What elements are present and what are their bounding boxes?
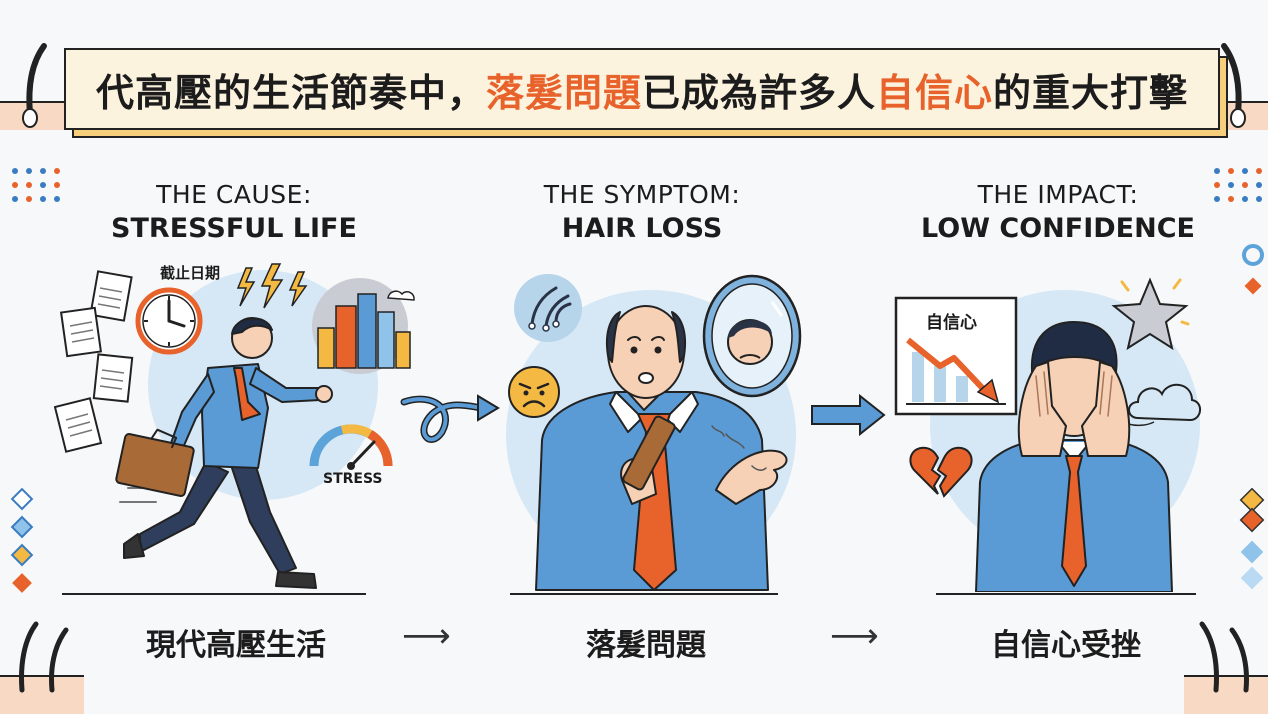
title-part: 代高壓的生活節奏中， xyxy=(95,70,486,115)
cloud-icon xyxy=(1127,384,1201,427)
caption-cause: 現代高壓生活 xyxy=(146,628,326,663)
caption-impact: 自信心受挫 xyxy=(991,628,1141,663)
running-businessman xyxy=(115,317,333,589)
title-highlight: 落髮問題 xyxy=(485,70,642,115)
flow-arrow xyxy=(811,393,886,437)
panel-heading-symptom: THE SYMPTOM: HAIR LOSS xyxy=(472,180,812,244)
hair-follicle-icon xyxy=(1184,621,1268,714)
lightning-icon xyxy=(236,263,308,309)
panel-heading-cause: THE CAUSE: STRESSFUL LIFE xyxy=(64,180,404,244)
angry-face-icon xyxy=(508,366,560,418)
clock-icon xyxy=(135,287,203,355)
dot-pattern xyxy=(12,168,60,202)
hair-follicle-icon xyxy=(0,43,64,130)
chart-down-icon xyxy=(894,296,1018,416)
city-icon xyxy=(312,278,415,374)
panel-heading-impact: THE IMPACT: LOW CONFIDENCE xyxy=(888,180,1228,244)
flying-papers xyxy=(54,270,134,453)
sad-man xyxy=(975,321,1173,592)
stress-gauge-label: STRESS xyxy=(323,471,383,487)
deadline-label: 截止日期 xyxy=(160,264,221,282)
subheading-line: STRESSFUL LIFE xyxy=(111,213,357,244)
heading-line: THE SYMPTOM: xyxy=(543,180,741,209)
subheading-line: LOW CONFIDENCE xyxy=(921,213,1195,244)
flow-arrow-text: ⟶ xyxy=(830,616,879,656)
stress-gauge-icon xyxy=(309,424,393,470)
flow-arrow xyxy=(400,394,500,443)
ring-icon xyxy=(1242,244,1264,295)
mirror-icon xyxy=(702,274,802,398)
diamond-pattern xyxy=(1239,488,1265,590)
title-part: 的重大打擊 xyxy=(993,70,1189,115)
heading-line: THE CAUSE: xyxy=(156,180,312,209)
title-highlight: 自信心 xyxy=(876,70,994,115)
ground-line xyxy=(62,593,366,595)
ground-line xyxy=(510,593,778,595)
subheading-line: HAIR LOSS xyxy=(561,213,723,244)
ground-line xyxy=(936,593,1196,595)
diamond-pattern xyxy=(10,488,34,593)
balding-man xyxy=(535,305,788,591)
hair-strand-icon xyxy=(514,274,582,342)
page-title: 代高壓的生活節奏中，落髮問題已成為許多人自信心的重大打擊 xyxy=(64,48,1220,130)
star-icon xyxy=(1111,277,1190,351)
heading-line: THE IMPACT: xyxy=(977,180,1139,209)
caption-symptom: 落髮問題 xyxy=(586,628,706,663)
hair-follicle-icon xyxy=(0,621,84,714)
chart-label: 自信心 xyxy=(926,313,977,333)
flow-arrow-text: ⟶ xyxy=(402,616,451,656)
broken-heart-icon xyxy=(909,446,973,498)
title-part: 已成為許多人 xyxy=(641,70,876,115)
dot-pattern xyxy=(1214,168,1262,202)
